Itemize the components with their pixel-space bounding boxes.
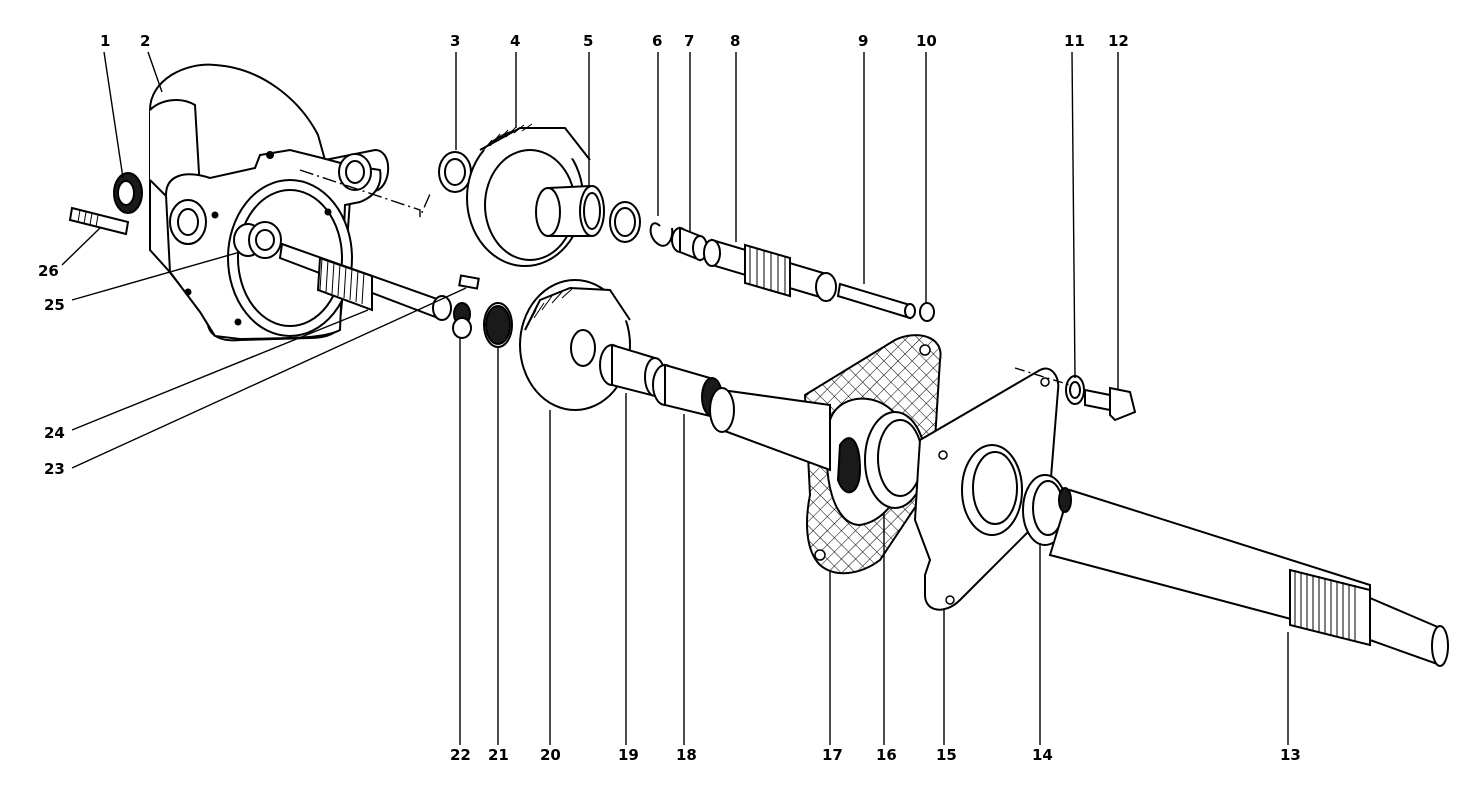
part-upper-gear (466, 123, 605, 267)
label-16: 16 (876, 746, 897, 764)
part-bolt-12 (1084, 386, 1137, 422)
label-14: 14 (1032, 746, 1053, 764)
leader-lines (61, 51, 1289, 745)
label-9: 9 (858, 32, 868, 50)
label-10: 10 (916, 32, 937, 50)
label-26: 26 (38, 262, 59, 280)
part-output-shaft-front (709, 387, 831, 472)
label-20: 20 (540, 746, 561, 764)
label-17: 17 (822, 746, 843, 764)
part-spacer-5 (609, 201, 641, 243)
part-countershaft-gear (703, 238, 837, 302)
part-key (458, 274, 480, 290)
label-5: 5 (583, 32, 593, 50)
label-7: 7 (684, 32, 694, 50)
part-snap-ring-6 (649, 222, 674, 247)
label-13: 13 (1280, 746, 1301, 764)
part-bushing-7 (671, 226, 708, 262)
label-11: 11 (1064, 32, 1085, 50)
label-15: 15 (936, 746, 957, 764)
part-washer-3 (438, 151, 472, 193)
label-25: 25 (44, 296, 65, 314)
part-washer-10 (919, 302, 935, 322)
label-8: 8 (730, 32, 740, 50)
label-12: 12 (1108, 32, 1129, 50)
part-stud (68, 206, 130, 236)
label-4: 4 (510, 32, 520, 50)
part-seal (113, 172, 143, 214)
label-19: 19 (618, 746, 639, 764)
part-bearing-16 (836, 411, 926, 509)
part-retainer-plate (913, 367, 1060, 611)
label-6: 6 (652, 32, 662, 50)
label-24: 24 (44, 424, 65, 442)
part-snap-ring-21 (483, 302, 513, 348)
label-23: 23 (44, 460, 65, 478)
callout-labels: 1 2 3 4 5 6 7 8 9 10 11 12 13 14 15 16 1… (38, 32, 1301, 764)
label-1: 1 (100, 32, 110, 50)
label-2: 2 (140, 32, 150, 50)
label-18: 18 (676, 746, 697, 764)
label-3: 3 (450, 32, 460, 50)
part-pin-9 (836, 282, 916, 320)
part-bearing-22 (452, 317, 472, 339)
label-21: 21 (488, 746, 509, 764)
label-22: 22 (450, 746, 471, 764)
part-washer-11 (1065, 375, 1085, 405)
part-output-shaft-13 (1048, 487, 1449, 667)
